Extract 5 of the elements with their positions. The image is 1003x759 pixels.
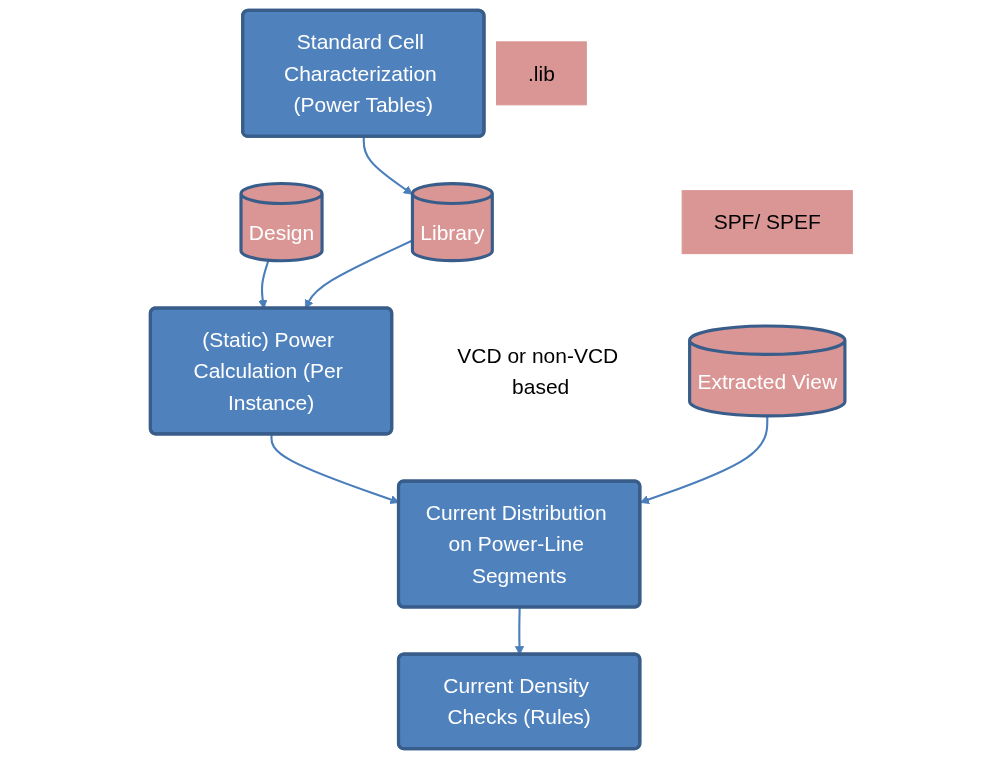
node-label: VCD or non-VCD based <box>457 343 619 399</box>
node-box: SPF/ SPEF <box>681 190 853 255</box>
arrow <box>640 415 769 505</box>
arrow <box>362 136 413 195</box>
node-box: .lib <box>496 41 587 106</box>
